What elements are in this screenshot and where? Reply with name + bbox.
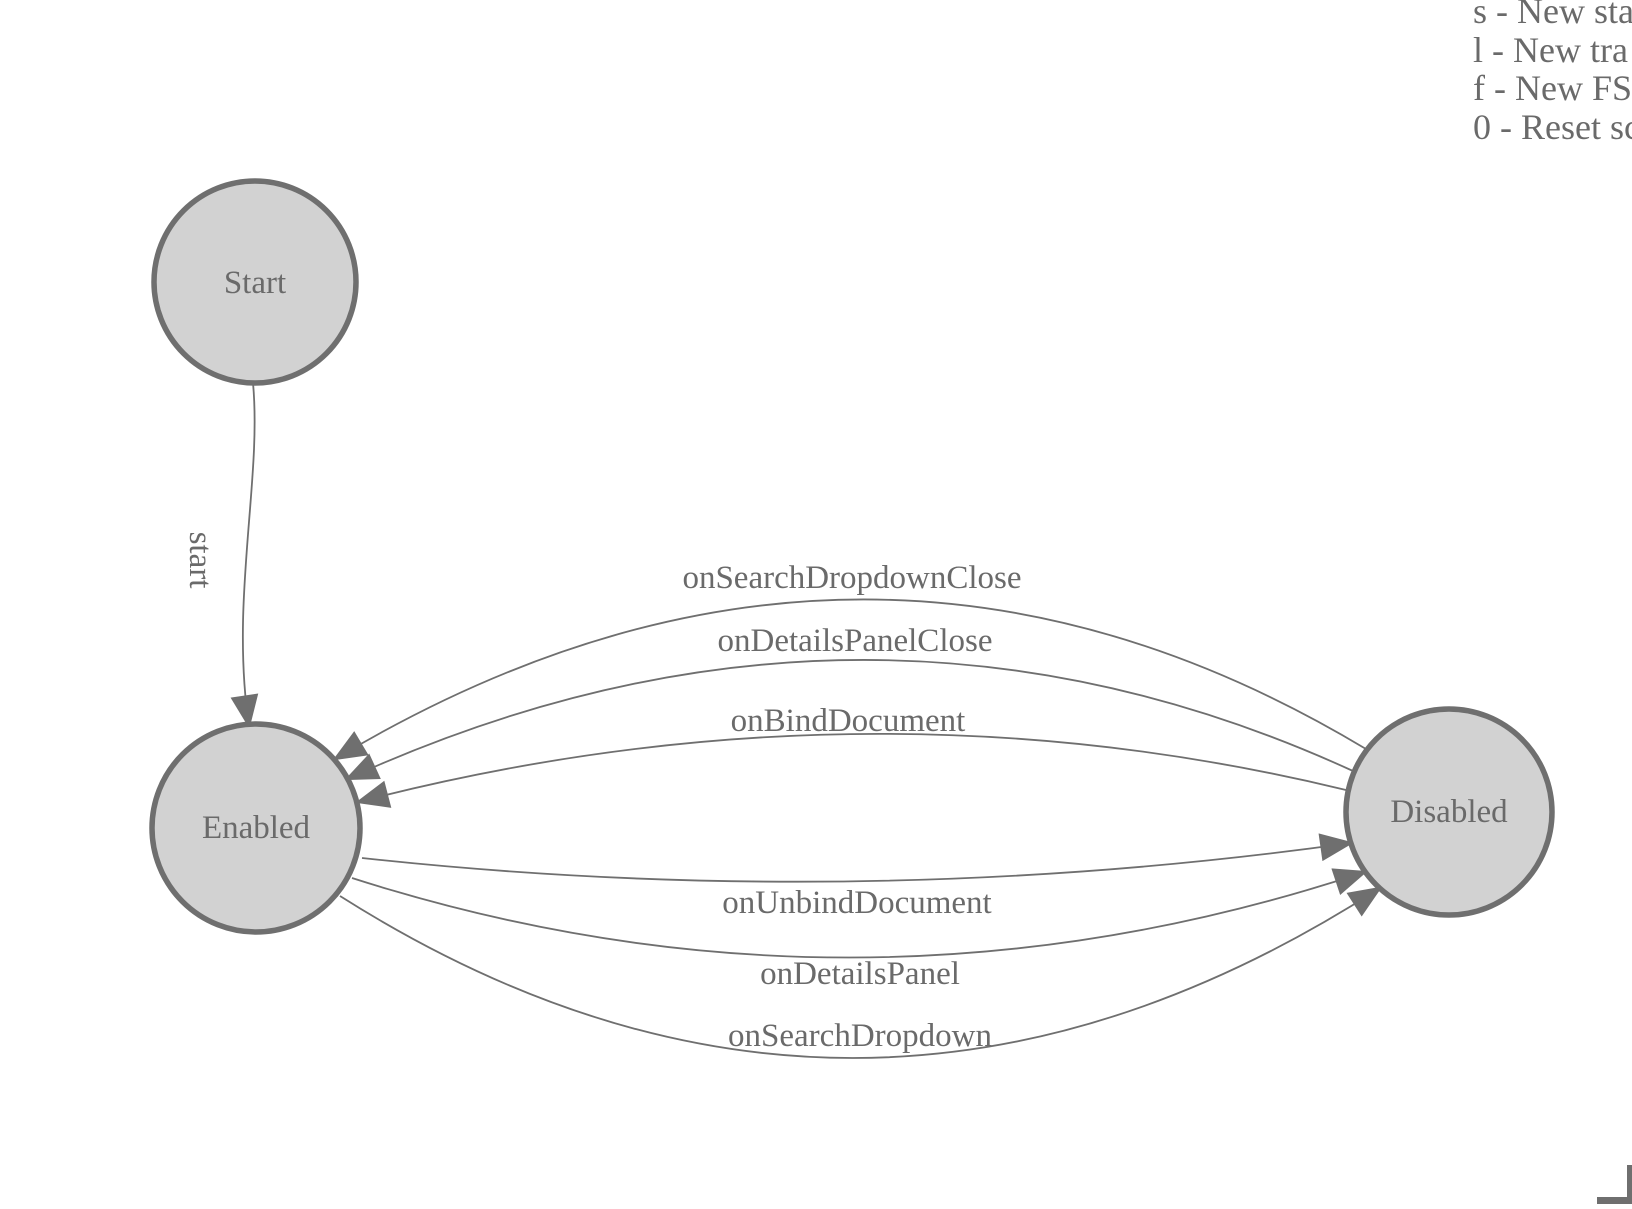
legend-line-new-fsm: f - New FS bbox=[1473, 68, 1632, 108]
edge-onbinddocument bbox=[355, 732, 1347, 808]
edge-onsearchdropdownclose bbox=[332, 598, 1367, 761]
hotkey-legend: s - New sta l - New tra f - New FS 0 - R… bbox=[1473, 0, 1632, 146]
start-node-label: Start bbox=[224, 265, 286, 301]
nodes-layer: Start Enabled Disabled bbox=[149, 178, 1555, 935]
legend-line-new-state: s - New sta bbox=[1473, 0, 1632, 31]
edge-labels-layer: start onSearchDropdownClose onDetailsPan… bbox=[182, 532, 1022, 1054]
state-node-start[interactable]: Start bbox=[151, 178, 359, 386]
state-node-enabled[interactable]: Enabled bbox=[149, 721, 363, 935]
legend-line-reset: 0 - Reset sc bbox=[1473, 106, 1632, 147]
edge-label-start: start bbox=[182, 532, 218, 589]
edge-label-onunbinddocument: onUnbindDocument bbox=[722, 885, 991, 921]
edge-onsearchdropdown bbox=[339, 886, 1383, 1059]
disabled-node-circle[interactable] bbox=[1343, 706, 1555, 918]
edge-ondetailspanel bbox=[351, 868, 1368, 959]
clipped-corner-shape bbox=[1597, 1165, 1632, 1204]
edge-label-ondetailspanelclose: onDetailsPanelClose bbox=[718, 623, 993, 659]
start-node-circle[interactable] bbox=[151, 178, 359, 386]
edge-onunbinddocument bbox=[361, 833, 1354, 883]
edge-start-to-enabled bbox=[230, 382, 259, 729]
enabled-node-label: Enabled bbox=[202, 810, 311, 846]
state-node-disabled[interactable]: Disabled bbox=[1343, 706, 1555, 918]
edges-layer bbox=[230, 382, 1383, 1059]
edge-label-onsearchdropdown: onSearchDropdown bbox=[728, 1018, 992, 1054]
disabled-node-label: Disabled bbox=[1390, 794, 1508, 830]
edge-ondetailspanelclose bbox=[344, 659, 1354, 781]
legend-line-new-transition: l - New tra bbox=[1473, 29, 1628, 70]
edge-label-onbinddocument: onBindDocument bbox=[731, 703, 966, 739]
edge-label-ondetailspanel: onDetailsPanel bbox=[760, 956, 960, 992]
enabled-node-circle[interactable] bbox=[149, 721, 363, 935]
edge-label-onsearchdropdownclose: onSearchDropdownClose bbox=[682, 560, 1021, 596]
